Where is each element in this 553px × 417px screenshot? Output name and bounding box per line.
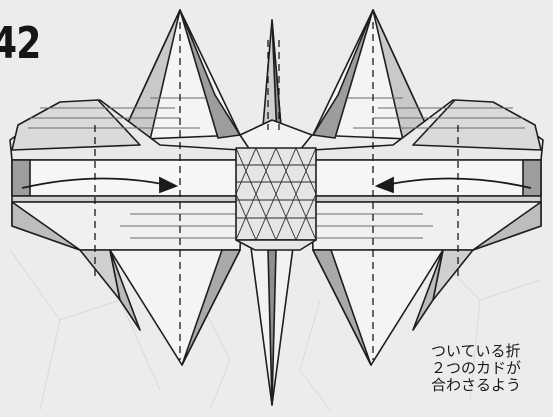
right-wing	[311, 10, 543, 365]
instruction-line: 合わさるよう	[431, 377, 553, 394]
instruction-line: ２つのカドが	[431, 360, 553, 377]
instruction-text: ついている折 ２つのカドが 合わさるよう	[431, 343, 553, 394]
instruction-line: ついている折	[431, 343, 553, 360]
step-number: 42	[0, 22, 41, 66]
left-wing	[10, 10, 242, 365]
